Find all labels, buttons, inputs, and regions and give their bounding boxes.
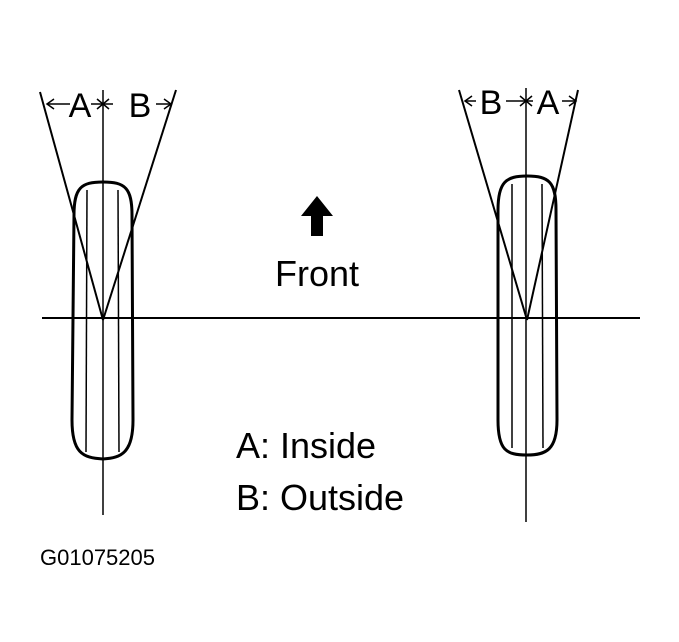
right-arrowhead-a-inner [524, 95, 533, 107]
left-label-a: A [69, 87, 92, 125]
right-tire-tread-line [541, 183, 544, 449]
left-arrowhead-b-outer [163, 98, 173, 110]
figure-code: G01075205 [40, 545, 155, 570]
left-angle-line-b [102, 89, 177, 321]
left-wheel-group: A B [39, 87, 177, 515]
right-arrowhead-b-outer [463, 95, 473, 107]
right-angle-line-a [526, 89, 579, 321]
left-angle-line-a [39, 91, 104, 321]
legend-inside: A: Inside [236, 425, 376, 466]
right-label-a: A [537, 84, 560, 122]
left-tire [70, 180, 135, 461]
right-arrowhead-a-outer [568, 95, 578, 107]
left-tire-tread-line [117, 189, 120, 453]
up-arrow-icon [301, 196, 333, 236]
front-direction-indicator: Front [275, 196, 359, 294]
front-label: Front [275, 253, 359, 294]
left-tire-tread-line [85, 189, 88, 453]
legend: A: Inside B: Outside [236, 425, 404, 518]
right-wheel-group: B A [458, 84, 579, 522]
left-arrowhead-b-inner [101, 98, 110, 110]
left-arrowhead-a-outer [45, 98, 55, 110]
right-angle-line-b [458, 89, 528, 321]
legend-outside: B: Outside [236, 477, 404, 518]
right-label-b: B [480, 84, 503, 122]
left-label-b: B [129, 87, 152, 125]
